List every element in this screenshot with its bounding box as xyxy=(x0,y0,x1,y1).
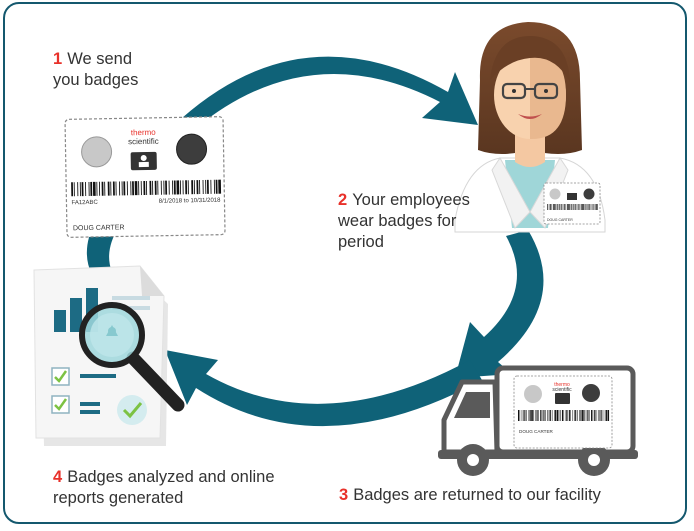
step-4-number: 4 xyxy=(53,468,63,486)
step-4-line1: Badges analyzed and online xyxy=(67,468,275,486)
badge-brand-bottom: scientific xyxy=(128,137,159,147)
step-1-line2: you badges xyxy=(53,71,139,89)
badge-id: FA12ABC xyxy=(71,200,98,206)
coat-badge-name: DOUG CARTER xyxy=(547,218,573,222)
coat-badge-barcode xyxy=(547,204,598,210)
delivery-truck-icon: thermo scientific DOUG CARTER xyxy=(438,365,638,476)
badge-barcode xyxy=(71,179,222,197)
step-2-line1: Your employees xyxy=(352,191,470,209)
truck-badge-name: DOUG CARTER xyxy=(519,429,554,434)
step-2-line3: period xyxy=(338,233,384,251)
step-2-line2: wear badges for xyxy=(338,212,457,230)
step-3-number: 3 xyxy=(339,486,349,504)
thermo-badge-icon: thermo scientific FA12ABC 8/1/2018 to 10… xyxy=(64,116,226,238)
step-1-number: 1 xyxy=(53,50,63,68)
truck-badge-brand-bottom: scientific xyxy=(552,387,572,393)
truck-badge-barcode xyxy=(518,410,610,421)
step-2-number: 2 xyxy=(338,191,348,209)
step-1-line1: We send xyxy=(67,50,133,68)
badge-brand-top: thermo xyxy=(131,128,157,137)
report-magnifier-icon xyxy=(33,265,185,446)
truck-badge-brand-top: thermo xyxy=(554,382,570,388)
badge-dates: 8/1/2018 to 10/31/2018 xyxy=(159,198,221,205)
step-4-line2: reports generated xyxy=(53,489,184,507)
step-3-line1: Badges are returned to our facility xyxy=(353,486,601,504)
badge-name: DOUG CARTER xyxy=(73,224,125,232)
employee-avatar-icon: DOUG CARTER xyxy=(454,22,606,233)
